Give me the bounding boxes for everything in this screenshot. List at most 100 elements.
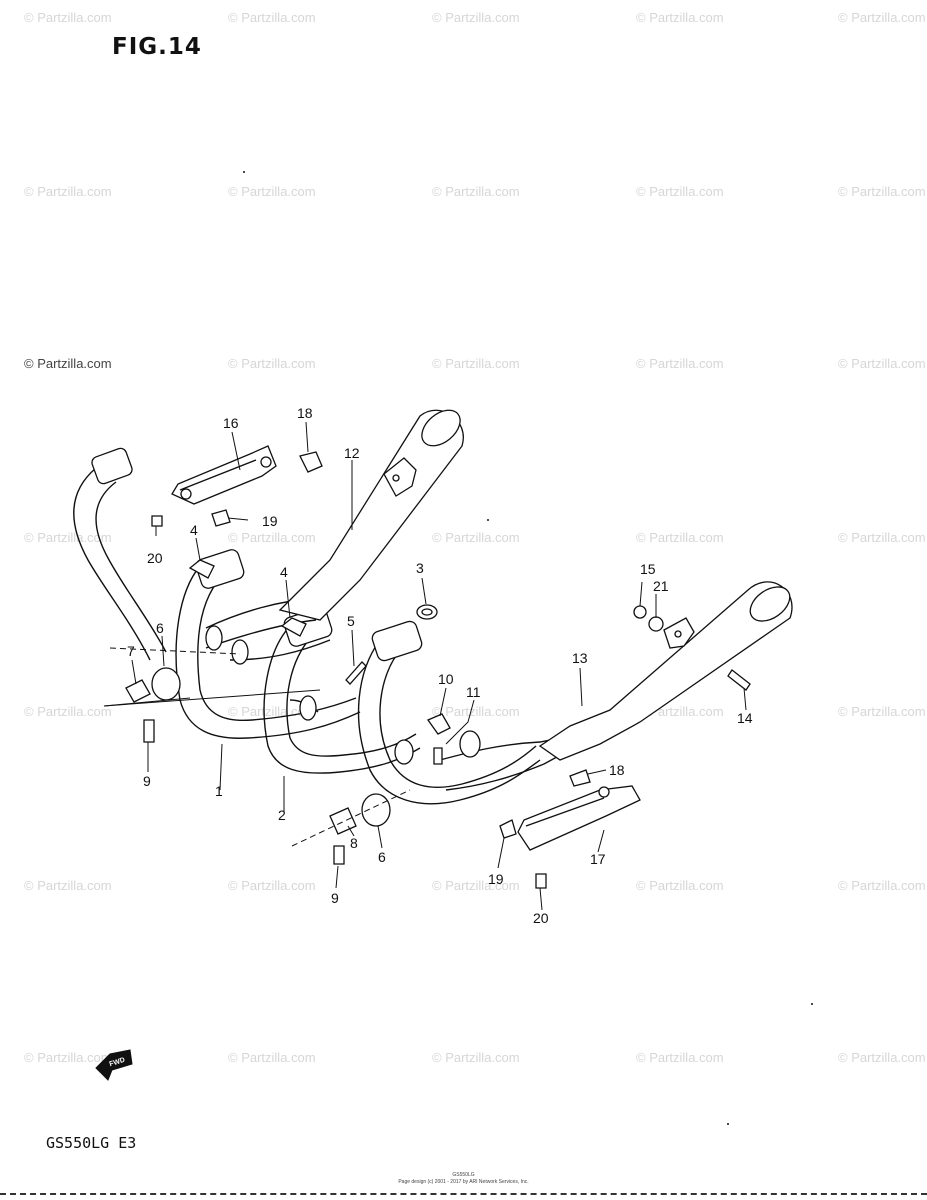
pipe-3-flange (371, 620, 423, 662)
exhaust-pipe-1 (175, 565, 361, 739)
exhaust-pipe-2 (263, 625, 421, 774)
watermark: © Partzilla.com (432, 704, 520, 719)
watermark: © Partzilla.com (432, 184, 520, 199)
callout-16: 16 (223, 415, 239, 431)
watermark: © Partzilla.com (228, 530, 316, 545)
watermark: © Partzilla.com (636, 10, 724, 25)
clamp-10 (427, 713, 451, 735)
watermark: © Partzilla.com (636, 1050, 724, 1065)
bolt-5 (345, 661, 367, 685)
watermark: © Partzilla.com (838, 356, 926, 371)
clip-19 (499, 819, 517, 839)
screw-20 (535, 873, 547, 889)
watermark-layer: © Partzilla.com © Partzilla.com © Partzi… (24, 10, 926, 1065)
bracket-18 (299, 451, 323, 473)
watermark: © Partzilla.com (24, 878, 112, 893)
heat-shield-16 (171, 445, 277, 505)
screw-20 (151, 515, 163, 527)
watermark: © Partzilla.com (838, 878, 926, 893)
muffler-12-bracket (383, 457, 417, 497)
callout-13: 13 (572, 650, 588, 666)
callout-17: 17 (590, 851, 606, 867)
connector-6 (361, 793, 391, 827)
callout-1: 1 (215, 783, 223, 799)
watermark: © Partzilla.com (228, 878, 316, 893)
callout-5: 5 (347, 613, 355, 629)
heat-shields (171, 445, 641, 851)
callout-4: 4 (190, 522, 198, 538)
exhaust-pipes (73, 447, 567, 805)
pipe-7-flange (91, 447, 133, 485)
callout-3: 3 (416, 560, 424, 576)
watermark: © Partzilla.com (432, 10, 520, 25)
watermark: © Partzilla.com (636, 184, 724, 199)
exhaust-pipe-7 (73, 467, 151, 661)
callout-8: 8 (350, 835, 358, 851)
mufflers (278, 409, 793, 761)
callout-2: 2 (278, 807, 286, 823)
alignment-lines (103, 647, 411, 847)
bolt-9 (333, 845, 345, 865)
callout-9: 9 (143, 773, 151, 789)
watermark: © Partzilla.com (432, 356, 520, 371)
model-code: GS550LG E3 (46, 1134, 137, 1152)
watermark: © Partzilla.com (636, 356, 724, 371)
bottom-divider (0, 1193, 927, 1198)
callout-7: 7 (127, 643, 135, 659)
bracket-18 (569, 769, 591, 787)
hardware (125, 451, 751, 889)
nut-15 (633, 605, 647, 619)
callout-19: 19 (262, 513, 278, 529)
callout-15: 15 (640, 561, 656, 577)
watermark: © Partzilla.com (838, 704, 926, 719)
callout-9: 9 (331, 890, 339, 906)
watermark: © Partzilla.com (838, 184, 926, 199)
bolt-9 (143, 719, 155, 743)
watermark: © Partzilla.com (24, 356, 112, 371)
watermark: © Partzilla.com (838, 10, 926, 25)
watermark: © Partzilla.com (636, 878, 724, 893)
watermark: © Partzilla.com (228, 10, 316, 25)
callout-labels: 16 18 1 2 19 20 4 4 3 15 21 5 13 6 7 10 1… (127, 405, 753, 926)
callout-18: 18 (297, 405, 313, 421)
connector-6 (151, 667, 181, 701)
watermark: © Partzilla.com (24, 1050, 112, 1065)
watermark: © Partzilla.com (228, 1050, 316, 1065)
watermark: © Partzilla.com (228, 356, 316, 371)
callout-4: 4 (280, 564, 288, 580)
watermark: © Partzilla.com (432, 1050, 520, 1065)
watermark: © Partzilla.com (636, 530, 724, 545)
forward-arrow-icon: FWD (95, 1049, 133, 1081)
callout-20: 20 (147, 550, 163, 566)
bolt-11 (433, 747, 443, 765)
watermark: © Partzilla.com (432, 878, 520, 893)
clip-19 (211, 509, 231, 527)
heat-shield-17 (517, 785, 641, 851)
callout-6: 6 (156, 620, 164, 636)
callout-14: 14 (737, 710, 753, 726)
watermark: © Partzilla.com (432, 530, 520, 545)
watermark: © Partzilla.com (228, 184, 316, 199)
watermark: © Partzilla.com (24, 10, 112, 25)
page-footer: GS550LG Page design (c) 2001 - 2017 by A… (0, 1172, 927, 1186)
washer-21 (648, 616, 664, 632)
clamp-4 (188, 559, 215, 579)
bolt-14 (727, 669, 751, 691)
callout-11: 11 (466, 684, 481, 700)
watermark: © Partzilla.com (24, 704, 112, 719)
fwd-label: FWD (109, 1057, 126, 1069)
footer-line-2: Page design (c) 2001 - 2017 by ARI Netwo… (398, 1179, 529, 1185)
watermark: © Partzilla.com (24, 530, 112, 545)
callout-21: 21 (653, 578, 669, 594)
callout-10: 10 (438, 671, 454, 687)
watermark: © Partzilla.com (24, 184, 112, 199)
clamp-4 (280, 617, 307, 637)
clamp-8 (329, 807, 357, 835)
exhaust-pipe-3 (357, 639, 541, 805)
callout-18: 18 (609, 762, 625, 778)
clamp-8 (125, 679, 151, 703)
leader-lines (131, 421, 747, 911)
figure-title: FIG.14 (112, 34, 202, 60)
